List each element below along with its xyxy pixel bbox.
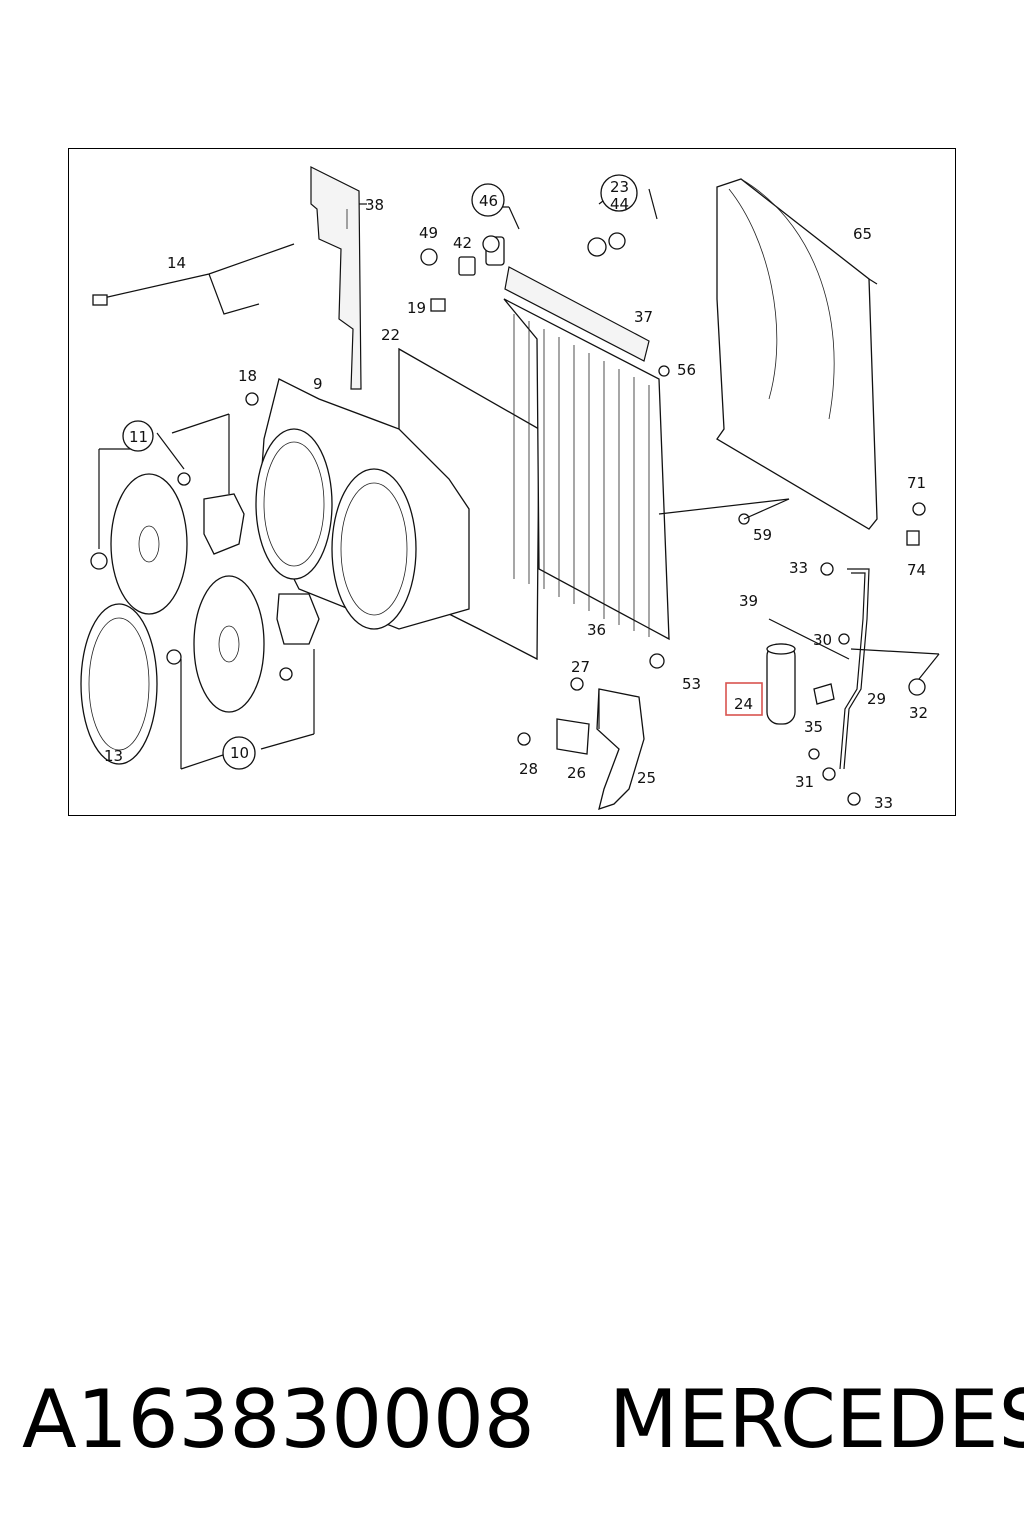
callout-18: 18 xyxy=(238,367,257,385)
callout-38: 38 xyxy=(365,196,384,214)
callout-25: 25 xyxy=(637,769,656,787)
callout-59: 59 xyxy=(753,526,772,544)
part-number: A163830008 xyxy=(22,1373,535,1466)
callout-28: 28 xyxy=(519,760,538,778)
callout-26: 26 xyxy=(567,764,586,782)
callout-31: 31 xyxy=(795,773,814,791)
callout-37: 37 xyxy=(634,308,653,326)
callout-32: 32 xyxy=(909,704,928,722)
bracket-25-drawing xyxy=(556,688,645,810)
callout-42: 42 xyxy=(453,234,472,252)
exploded-parts-diagram: 38 46 23 44 65 49 42 14 19 22 37 56 18 9… xyxy=(80,166,940,812)
fastener-parts-drawing xyxy=(90,232,926,806)
callout-53: 53 xyxy=(682,675,701,693)
fan-10-drawing xyxy=(193,575,320,713)
callout-71: 71 xyxy=(907,474,926,492)
callout-33-bottom: 33 xyxy=(874,794,893,812)
highlight-box-24 xyxy=(725,682,763,716)
callout-11: 11 xyxy=(129,428,148,446)
callout-46: 46 xyxy=(479,192,498,210)
callout-24: 24 xyxy=(734,695,753,713)
callout-49: 49 xyxy=(419,224,438,242)
callout-36: 36 xyxy=(587,621,606,639)
callout-13: 13 xyxy=(104,747,123,765)
brand-name: MERCEDES xyxy=(608,1373,1024,1466)
callout-33-top: 33 xyxy=(789,559,808,577)
callout-30: 30 xyxy=(813,631,832,649)
callout-56: 56 xyxy=(677,361,696,379)
parts-diagram-frame: 38 46 23 44 65 49 42 14 19 22 37 56 18 9… xyxy=(68,148,956,816)
callout-65: 65 xyxy=(853,225,872,243)
callout-39: 39 xyxy=(739,592,758,610)
fan-shroud-65-drawing xyxy=(716,178,878,530)
part-info-footer: A163830008 MERCEDES xyxy=(22,1370,1024,1470)
callout-10: 10 xyxy=(230,744,249,762)
receiver-dryer-24-drawing xyxy=(766,643,796,725)
callout-29: 29 xyxy=(867,690,886,708)
refrigerant-line-29-drawing xyxy=(839,568,870,770)
callout-22: 22 xyxy=(381,326,400,344)
callout-74: 74 xyxy=(907,561,926,579)
twin-fan-assembly-9-drawing xyxy=(255,378,470,630)
harness-14-drawing xyxy=(92,243,295,315)
callout-23: 23 xyxy=(610,178,629,196)
fan-13-drawing xyxy=(80,603,158,765)
bracket-38-drawing xyxy=(310,166,367,390)
callout-44: 44 xyxy=(610,195,629,213)
callout-14: 14 xyxy=(167,254,186,272)
callout-19: 19 xyxy=(407,299,426,317)
callout-27: 27 xyxy=(571,658,590,676)
fan-11-drawing xyxy=(110,473,245,615)
callout-9: 9 xyxy=(313,375,323,393)
callout-35: 35 xyxy=(804,718,823,736)
callout-labels: 38 46 23 44 65 49 42 14 19 22 37 56 18 9… xyxy=(104,178,928,812)
